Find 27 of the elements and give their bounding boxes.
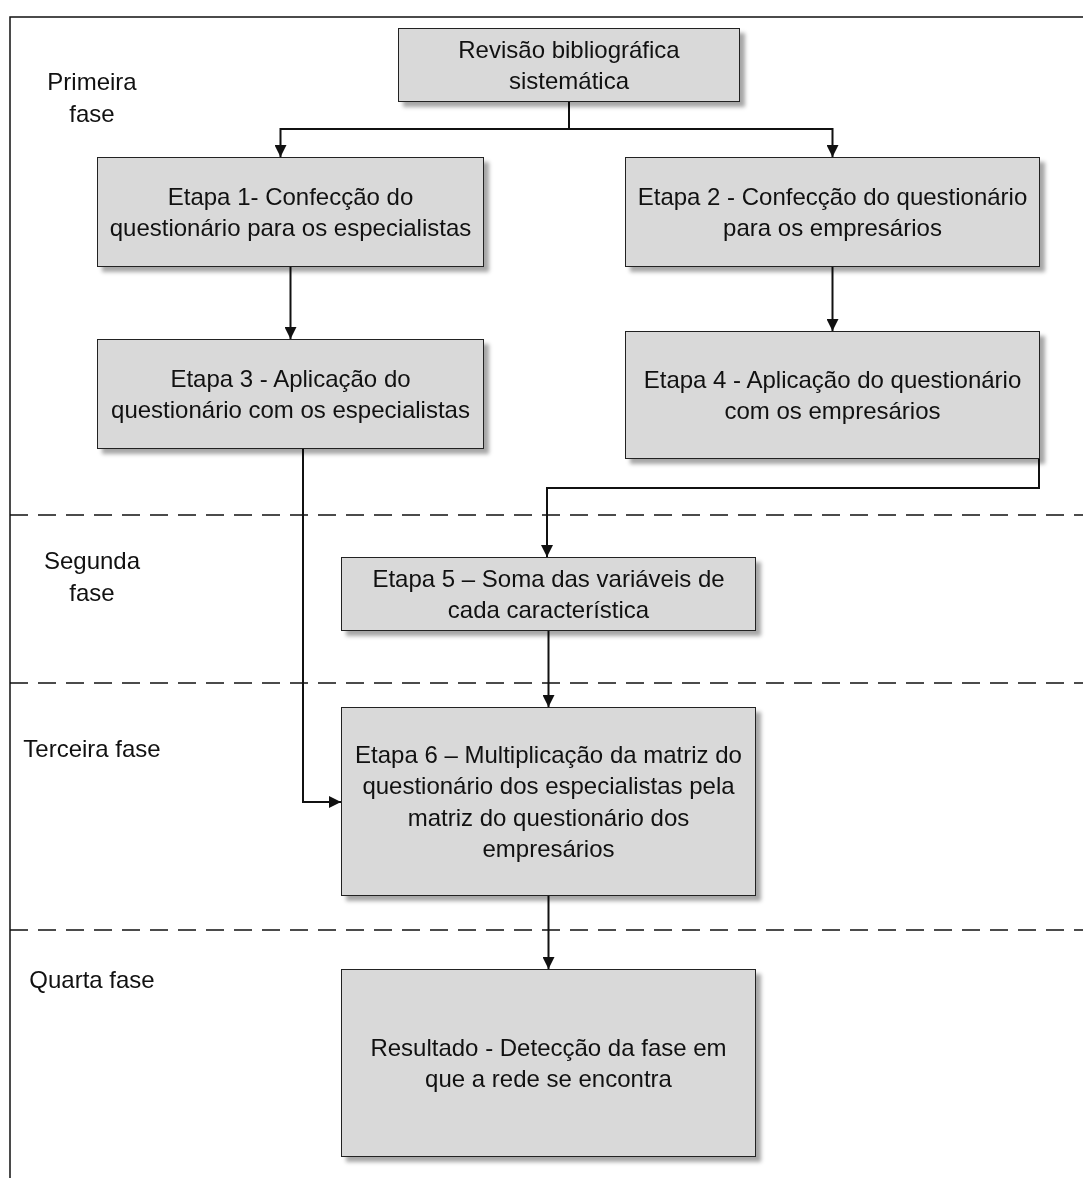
box-text: Resultado - Detecção da fase em que a rede se encontra bbox=[369, 1032, 728, 1094]
arrow bbox=[542, 895, 555, 970]
phase-label: Terceira fase bbox=[22, 734, 162, 764]
process-box bbox=[341, 707, 756, 896]
arrow bbox=[826, 266, 839, 332]
box-text: Etapa 5 – Soma das variáveis de cada característica bbox=[371, 563, 726, 625]
process-box bbox=[625, 157, 1040, 267]
process-box bbox=[625, 331, 1040, 459]
phase-label: Quarta fase bbox=[28, 965, 156, 995]
box-text: Etapa 1- Confecção do questionário para os especialistas bbox=[108, 181, 473, 243]
process-box bbox=[341, 969, 756, 1157]
box-text: Etapa 6 – Multiplicação da matriz do questionário dos especialistas pela matriz do questionário dos empresários bbox=[354, 740, 743, 864]
arrow bbox=[284, 266, 297, 340]
arrow bbox=[542, 630, 555, 708]
process-box bbox=[341, 557, 756, 631]
process-box bbox=[97, 157, 484, 267]
arrow bbox=[541, 458, 1040, 558]
box-text: Etapa 4 - Aplicação do questionário com os empresários bbox=[642, 364, 1023, 426]
phase-label: Primeira fase bbox=[46, 67, 138, 130]
process-box bbox=[398, 28, 740, 102]
box-text: Etapa 3 - Aplicação do questionário com os especialistas bbox=[110, 363, 471, 425]
arrow bbox=[568, 101, 839, 158]
box-text: Revisão bibliográfica sistemática bbox=[457, 34, 681, 96]
phase-label: Segunda fase bbox=[42, 546, 142, 609]
process-box bbox=[97, 339, 484, 449]
box-text: Etapa 2 - Confecção do questionário para os empresários bbox=[636, 181, 1029, 243]
arrow bbox=[302, 448, 342, 808]
